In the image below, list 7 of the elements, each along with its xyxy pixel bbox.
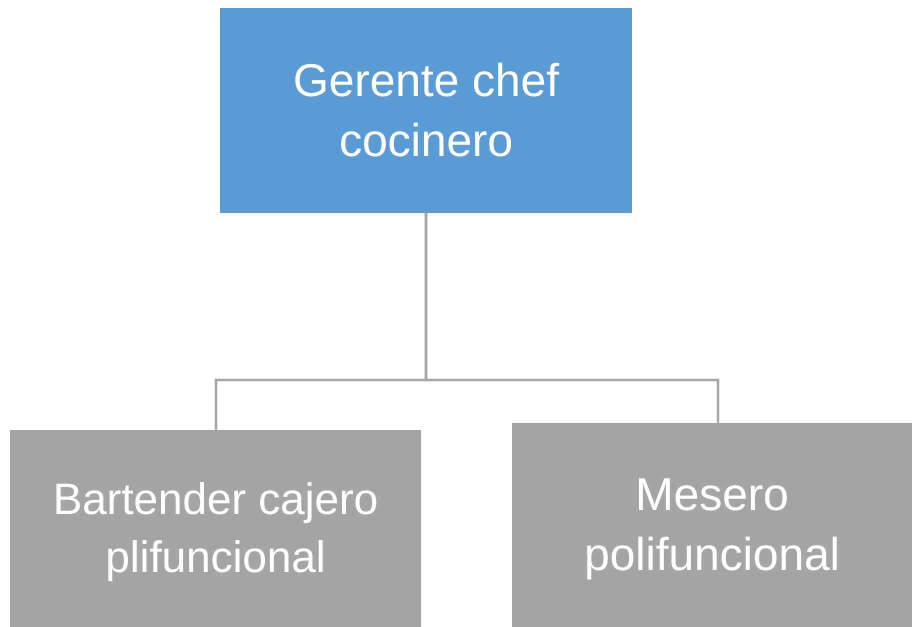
role-label: Mesero polifuncional bbox=[583, 467, 841, 582]
role-label: Bartender cajero plifuncional bbox=[52, 474, 380, 584]
staff-box bbox=[512, 423, 912, 627]
manager-box bbox=[220, 8, 632, 213]
role-label: Gerente chef cocinero bbox=[292, 52, 560, 168]
connector-line bbox=[424, 213, 720, 423]
staff-box bbox=[10, 430, 421, 627]
